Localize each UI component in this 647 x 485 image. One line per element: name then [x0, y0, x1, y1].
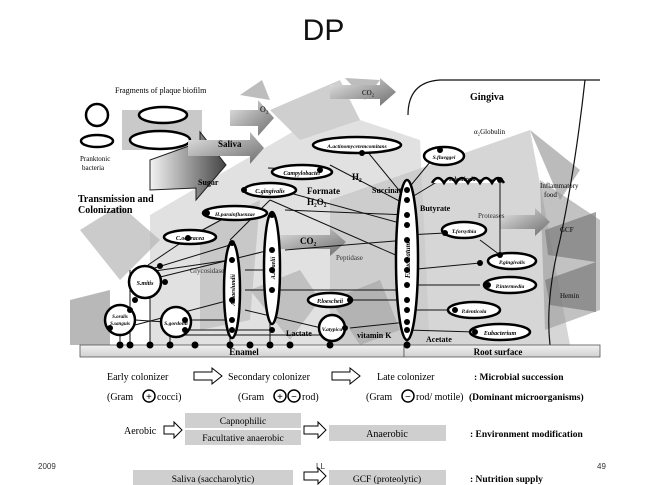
node-t-denticola: T.denticola: [430, 176, 506, 186]
legend-late-colonizer: Late colonizer: [377, 372, 435, 383]
label-p-gingivalis: P.gingivalis: [499, 260, 525, 266]
h2o2-label: H₂O₂: [307, 197, 327, 207]
svg-text:+: +: [146, 392, 152, 403]
legend-gcf-proteolytic: GCF (proteolytic): [353, 474, 421, 485]
legend-early-colonizer: Early colonizer: [107, 372, 169, 383]
inflammatory-food-label-1: Inflammatory: [540, 182, 579, 190]
slide-title: DP: [302, 14, 345, 47]
legend-gram-rod: rod): [302, 392, 319, 403]
legend-gram-secondary-open: (Gram: [238, 392, 264, 403]
root-surface-label: Root surface: [474, 347, 523, 357]
node-campylobacter: Campylobacter: [270, 163, 334, 181]
node-s-mitis: S.mitis: [127, 264, 163, 300]
legend-dominant-microorganisms: (Dominant microorganisms): [469, 392, 584, 403]
node-p-denticola: P.denticola: [446, 300, 502, 320]
label-a-actinomycetemcomitans: A.actinomycetemcomitans: [326, 144, 386, 150]
node-p-loescheii: P.loescheii: [306, 291, 354, 309]
transmission-label-1: Transmission and: [78, 194, 154, 205]
gingiva-boundary: [407, 79, 600, 346]
tooth-surface: Enamel Root surface: [79, 344, 601, 358]
legend-gram-late-open: (Gram: [366, 392, 392, 403]
formate-label: Formate: [307, 186, 340, 196]
succinate-label: Succinate: [372, 186, 405, 195]
enamel-label: Enamel: [229, 347, 259, 357]
node-a-naeslundii: A.naeslundii: [222, 240, 242, 340]
legend-aerobic: Aerobic: [124, 426, 157, 437]
gas-arrows: [188, 78, 550, 256]
label-a-naeslundii: A.naeslundii: [231, 274, 237, 307]
node-a-actinomycetemcomitans: A.actinomycetemcomitans: [311, 135, 403, 155]
planktonic-label-2: bacteria: [82, 164, 105, 172]
vitamin-k-label: vitamin K: [357, 331, 392, 340]
legend: Early colonizer Secondary colonizer Late…: [107, 366, 584, 485]
transmission-label-2: Colonization: [78, 205, 133, 216]
label-campylobacter: Campylobacter: [283, 171, 321, 177]
legend-gram-cocci: cocci): [157, 392, 181, 403]
plaque-fragments-label: Fragments of plaque biofilm: [115, 86, 207, 95]
label-s-sanguis: S.sanguis: [110, 322, 130, 327]
node-p-gingivalis: P.gingivalis: [486, 251, 538, 271]
label-t-denticola: T.denticola: [448, 177, 475, 183]
gcf-label: GCF: [560, 226, 574, 234]
lactate-label: Lactate: [286, 329, 312, 338]
co2-top-label: CO₂: [362, 89, 375, 97]
hemin-label: Hemin: [560, 292, 580, 300]
label-h-parainfluenzae: H.parainfluenzae: [214, 212, 255, 218]
legend-microbial-succession: : Microbial succession: [474, 373, 564, 383]
label-v-atypica: V.atypica: [322, 327, 343, 333]
node-p-intermedia: P.intermedia: [482, 275, 538, 295]
footer-year: 2009: [38, 462, 56, 471]
sugar-label: Sugar: [198, 178, 219, 187]
butyrate-label: Butyrate: [420, 204, 451, 213]
gingiva-label: Gingiva: [470, 92, 504, 103]
label-s-oralis: S.oralis: [112, 315, 128, 320]
legend-saliva-saccharolytic: Saliva (saccharolytic): [172, 474, 255, 485]
junction-dots: [107, 147, 503, 349]
label-s-flueggei: S.flueggei: [433, 155, 456, 161]
svg-text:+: +: [277, 392, 283, 403]
node-eubacterium: Eubacterium: [468, 322, 532, 342]
node-h-parainfluenzae: H.parainfluenzae: [201, 204, 269, 222]
plaque-fragments-panel: Fragments of plaque biofilm Pranktonic b…: [78, 86, 207, 216]
h2-label: H₂: [352, 172, 362, 182]
inflammatory-food-label-2: food: [544, 191, 557, 199]
svg-text:−: −: [405, 392, 411, 403]
legend-gram-early-open: (Gram: [107, 392, 133, 403]
label-s-gordonii: S.gordonii: [164, 321, 188, 327]
globulin-label: α₂Globulin: [474, 128, 505, 136]
svg-text:−: −: [291, 392, 297, 403]
legend-nutrition-supply: : Nutrition supply: [470, 475, 543, 485]
node-s-flueggei: S.flueggei: [422, 145, 466, 167]
legend-gram-rod-motile: rod/ motile): [416, 392, 464, 403]
label-p-intermedia: P.intermedia: [496, 284, 525, 290]
co2-label: CO₂: [300, 236, 317, 246]
node-t-forsythia: T.forsythia: [440, 220, 488, 240]
saliva-label: Saliva: [218, 139, 242, 149]
legend-capnophilic: Capnophilic: [220, 417, 266, 427]
label-p-denticola: P.denticola: [462, 309, 487, 315]
o2-label: O₂: [260, 105, 269, 114]
metabolite-labels: O₂ CO₂ Saliva Sugar Formate H₂O₂ H₂ Succ…: [190, 89, 580, 344]
legend-secondary-colonizer: Secondary colonizer: [228, 372, 311, 383]
proteases-label: Proteases: [478, 212, 505, 220]
label-s-mitis: S.mitis: [137, 281, 155, 287]
legend-anaerobic: Anaerobic: [366, 429, 408, 440]
peptidase-label: Peptidase: [336, 254, 363, 262]
acetate-label: Acetate: [426, 335, 452, 344]
footer-center: LL: [316, 462, 325, 471]
legend-facultative-anaerobic: Facultative anaerobic: [202, 434, 284, 444]
label-c-gingivalis: C.gingivalis: [255, 189, 285, 195]
page-number: 49: [597, 462, 606, 471]
node-v-atypica: V.atypica: [317, 313, 347, 343]
label-t-forsythia: T.forsythia: [452, 229, 477, 235]
node-c-gingivalis: C.gingivalis: [242, 181, 298, 199]
label-eubacterium: Eubacterium: [483, 331, 517, 337]
legend-environment-modification: : Environment modification: [470, 430, 583, 440]
glycosidases-label: Glycosidases: [190, 267, 227, 275]
planktonic-label-1: Pranktonic: [80, 155, 110, 163]
label-p-loescheii: P.loescheii: [317, 299, 343, 305]
